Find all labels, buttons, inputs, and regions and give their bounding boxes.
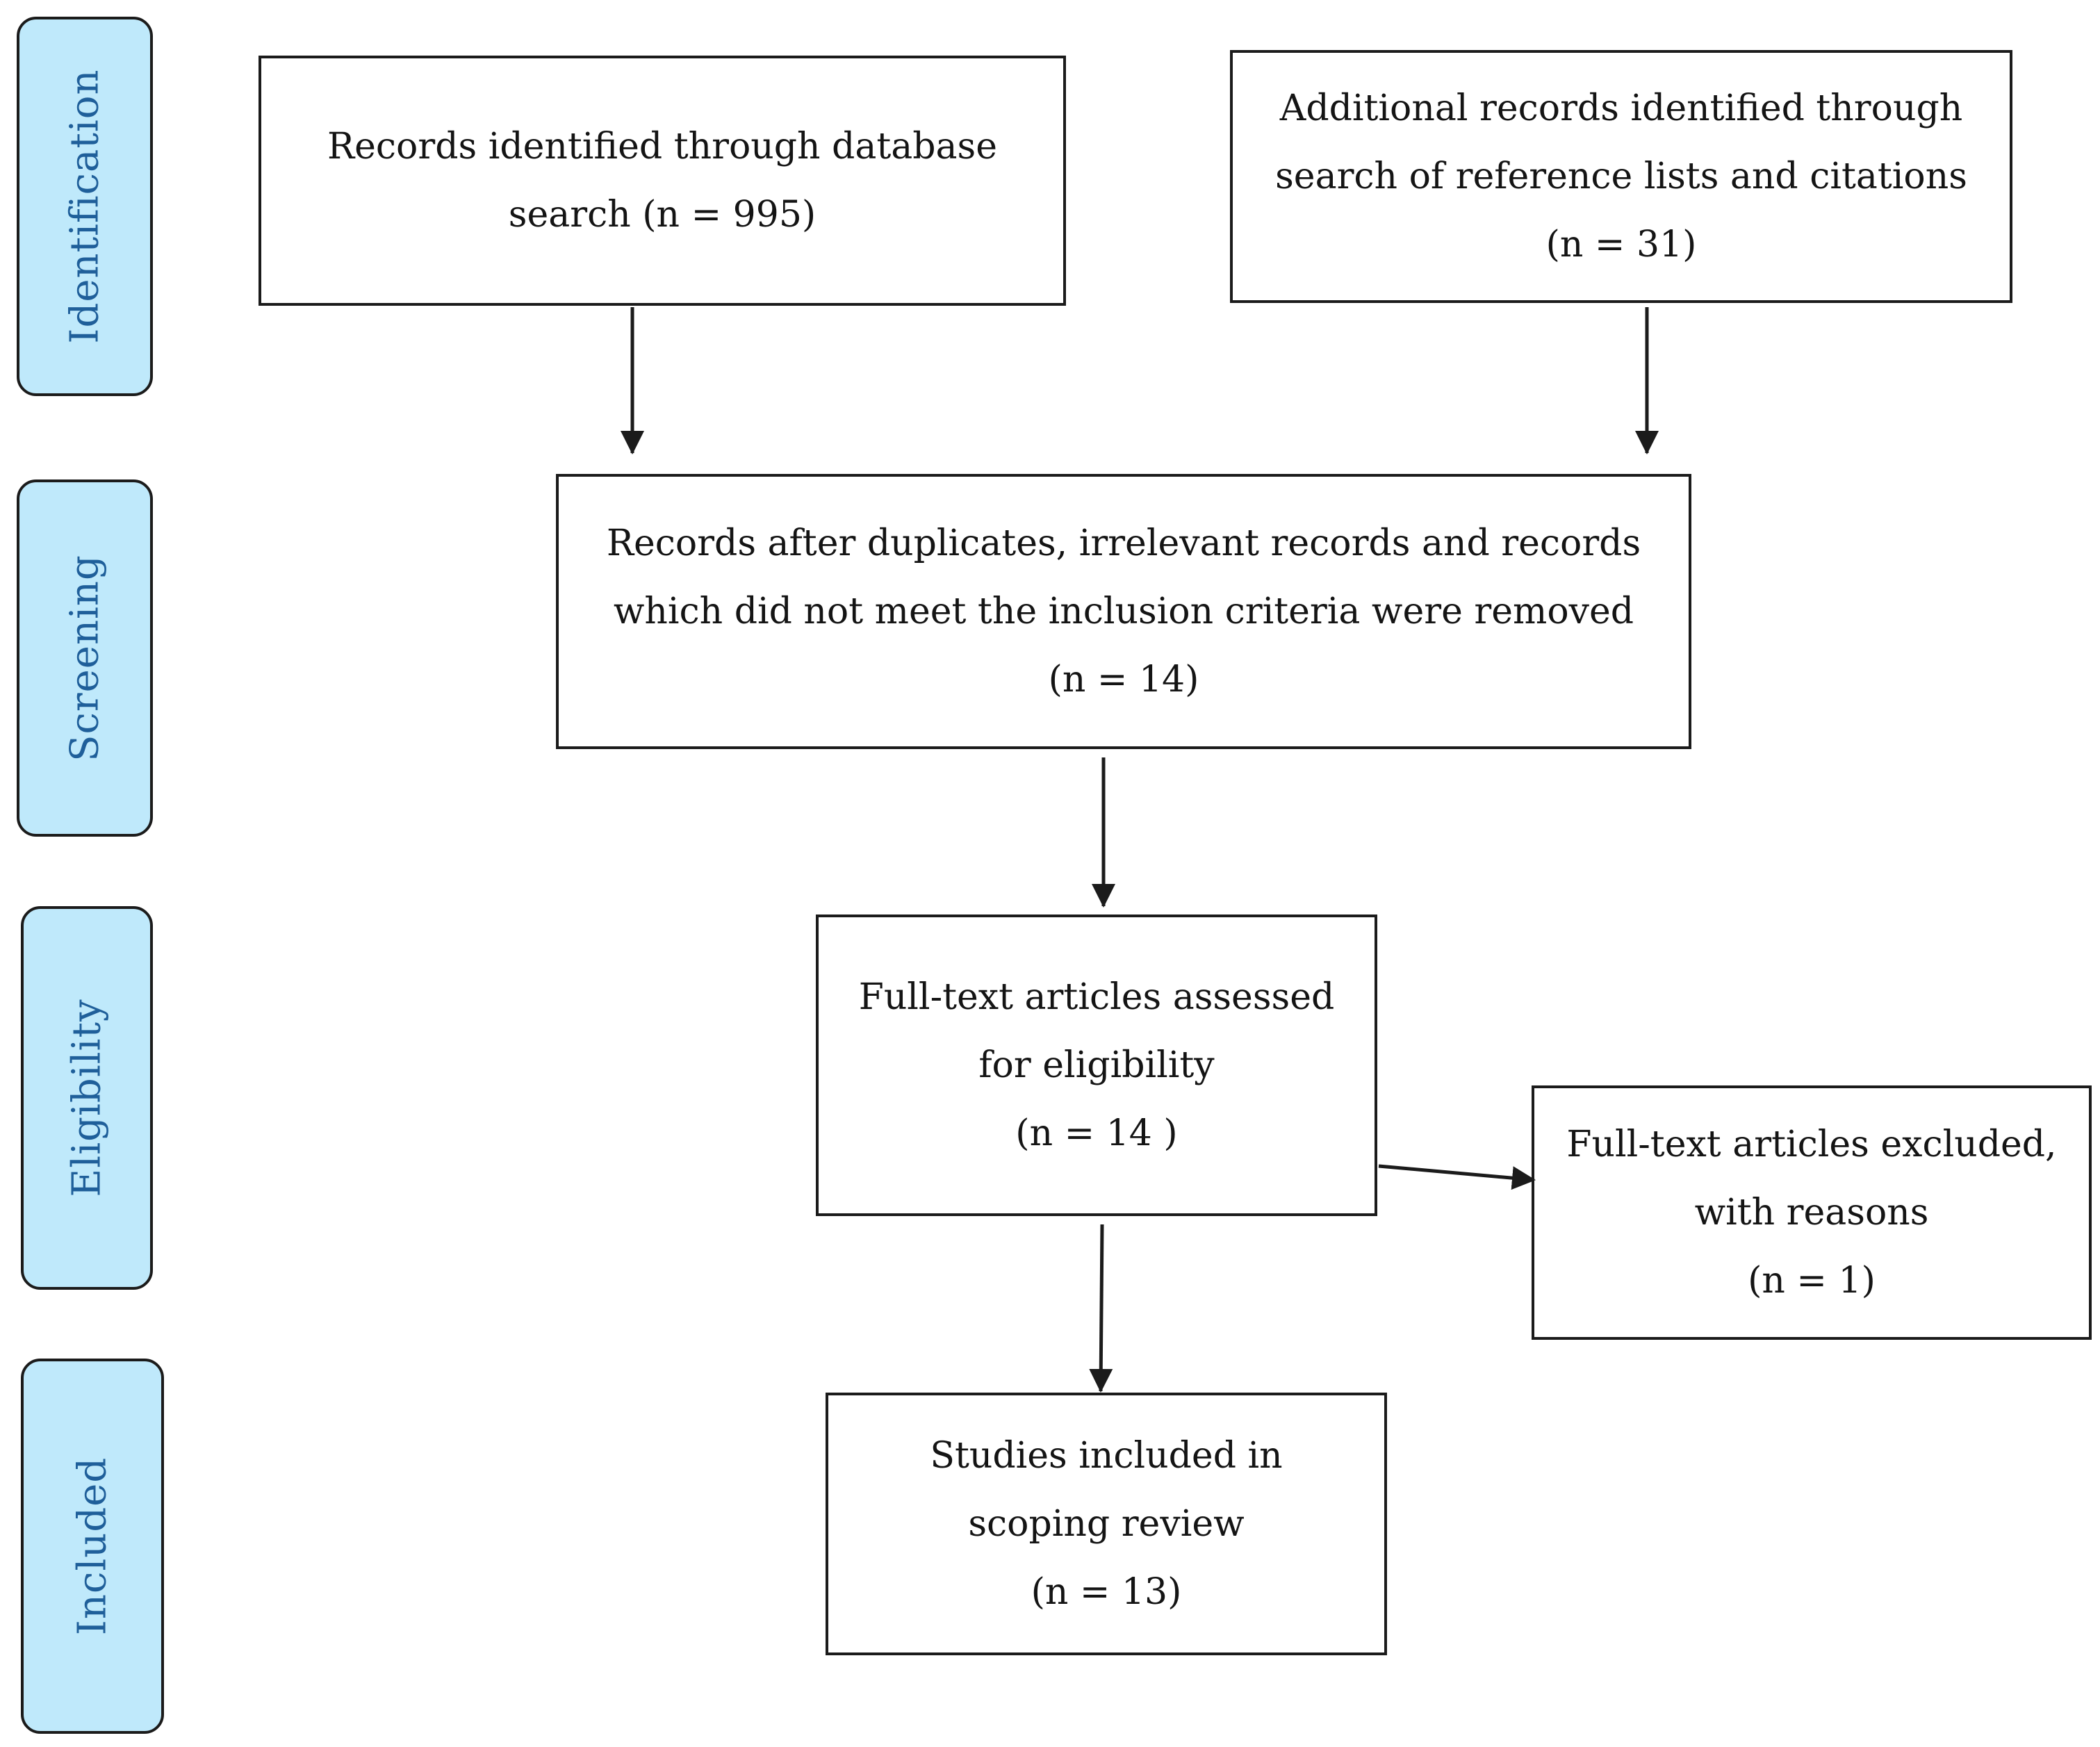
screened-records-line-1: Records after duplicates, irrelevant rec… (606, 523, 1641, 564)
additional-records-line-3: (n = 31) (1545, 224, 1697, 265)
included-studies-line-2: scoping review (968, 1503, 1245, 1545)
full-text-excluded-line-1: Full-text articles excluded, (1566, 1124, 2057, 1165)
included-studies-line-1: Studies included in (930, 1435, 1283, 1477)
arrow-assessed-to-excluded (1378, 1164, 1536, 1190)
additional-records-box: Additional records identified through se… (1230, 50, 2012, 303)
full-text-assessed-line-3: (n = 14 ) (1015, 1113, 1178, 1154)
full-text-excluded-box: Full-text articles excluded, with reason… (1532, 1085, 2092, 1340)
screened-records-line-3: (n = 14) (1048, 659, 1199, 700)
included-studies-box: Studies included in scoping review (n = … (826, 1393, 1387, 1655)
full-text-excluded-line-2: with reasons (1694, 1192, 1929, 1233)
full-text-excluded-line-3: (n = 1) (1748, 1260, 1876, 1302)
full-text-assessed-line-1: Full-text articles assessed (858, 976, 1335, 1018)
phase-screening: Screening (17, 479, 153, 837)
database-search-box: Records identified through database sear… (259, 56, 1066, 306)
full-text-assessed-line-2: for eligibility (978, 1044, 1215, 1086)
full-text-assessed-box: Full-text articles assessed for eligibil… (816, 914, 1377, 1216)
arrow-assessed-to-included (1089, 1224, 1113, 1393)
screened-records-line-2: which did not meet the inclusion criteri… (613, 591, 1634, 632)
additional-records-line-2: search of reference lists and citations (1275, 156, 1967, 197)
additional-records-line-1: Additional records identified through (1279, 88, 1963, 129)
database-search-line-2: search (n = 995) (508, 194, 817, 236)
phase-identification: Identification (17, 17, 153, 396)
database-search-line-1: Records identified through database (327, 126, 997, 167)
included-studies-line-3: (n = 13) (1031, 1571, 1182, 1613)
screened-records-box: Records after duplicates, irrelevant rec… (556, 474, 1691, 749)
phase-included: Included (21, 1359, 164, 1734)
phase-eligibility: Eligibility (21, 906, 153, 1290)
